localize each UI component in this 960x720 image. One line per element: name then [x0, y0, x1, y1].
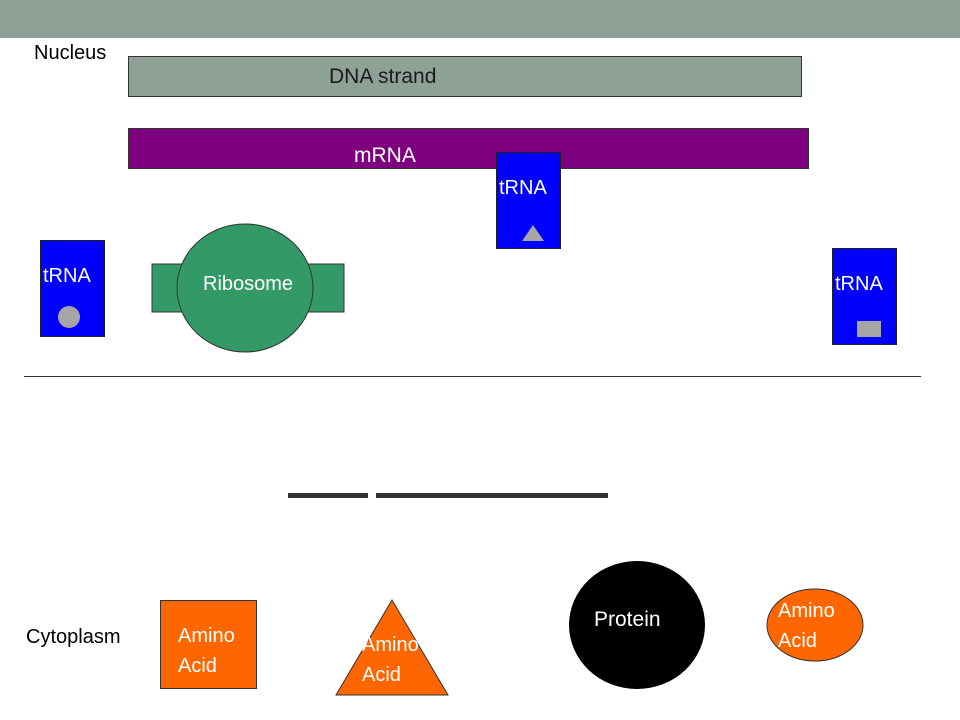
amino-line-1: Amino — [178, 625, 235, 647]
amino-acid-triangle — [335, 599, 449, 696]
amino-line-2: Acid — [178, 655, 217, 677]
amino-acid-triangle-label: Amino Acid — [362, 630, 419, 690]
nucleus-cytoplasm-divider — [24, 376, 921, 377]
circle-cargo-icon — [58, 306, 80, 328]
ribosome-label: Ribosome — [203, 273, 294, 295]
trna-rectangle: tRNA — [832, 248, 897, 345]
trna-triangle: tRNA — [496, 152, 561, 249]
ribosome — [151, 223, 345, 353]
trna-label: tRNA — [499, 177, 547, 199]
top-band — [0, 0, 960, 38]
nucleus-label: Nucleus — [34, 42, 107, 64]
dna-strand-label: DNA strand — [329, 64, 437, 88]
amino-acid-oval-label: Amino Acid — [778, 596, 835, 656]
trna-label: tRNA — [43, 265, 91, 287]
mrna-label: mRNA — [354, 144, 416, 167]
dash-short — [288, 493, 368, 498]
trna-circle: tRNA — [40, 240, 105, 337]
amino-acid-square-label: Amino Acid — [178, 621, 235, 681]
amino-line-2: Acid — [778, 630, 817, 652]
trna-label: tRNA — [835, 273, 883, 295]
amino-acid-square — [160, 600, 257, 689]
amino-line-1: Amino — [778, 600, 835, 622]
cytoplasm-label: Cytoplasm — [26, 626, 121, 648]
amino-acid-oval — [766, 588, 864, 662]
triangle-cargo-icon — [522, 225, 544, 241]
dash-long — [376, 493, 608, 498]
rectangle-cargo-icon — [857, 321, 881, 337]
protein — [569, 561, 705, 689]
protein-label: Protein — [594, 608, 661, 631]
amino-line-1: Amino — [362, 634, 419, 656]
mrna-strand — [128, 128, 809, 169]
amino-line-2: Acid — [362, 664, 401, 686]
dna-strand: DNA strand — [128, 56, 802, 97]
